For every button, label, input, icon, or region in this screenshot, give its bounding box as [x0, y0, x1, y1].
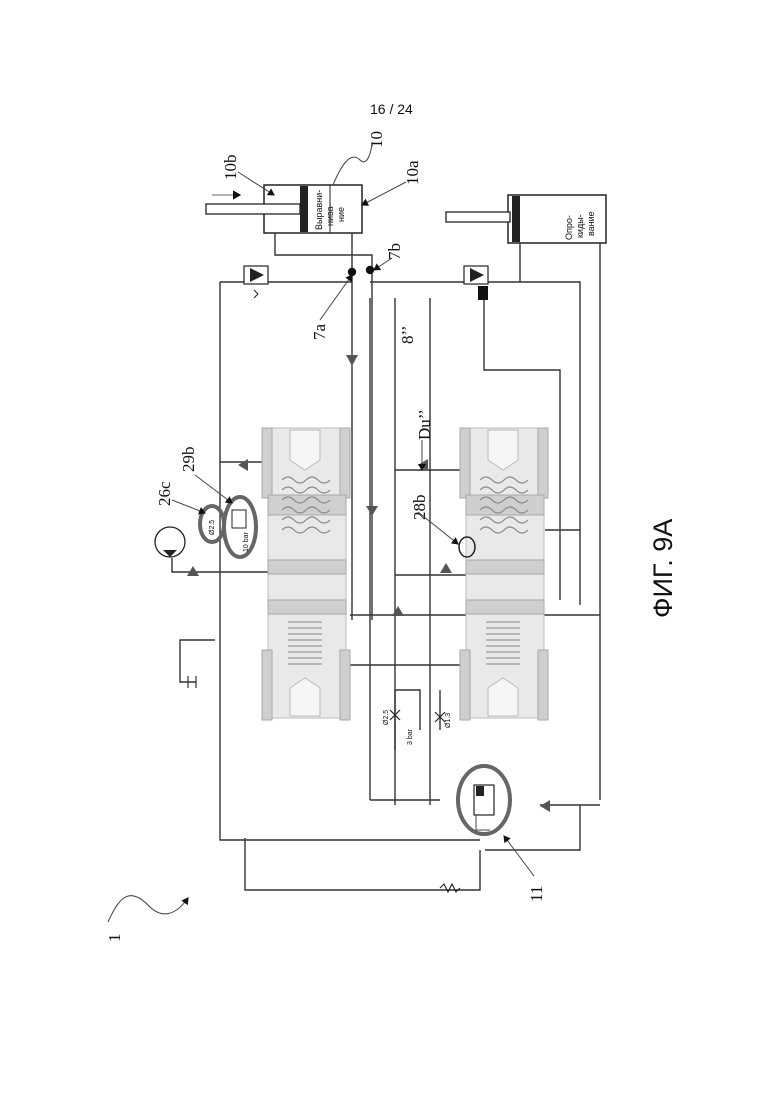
ref-label-10a: 10a [403, 160, 422, 185]
ref-label-du: Du’’ [415, 409, 434, 440]
svg-text:ние: ние [336, 207, 346, 222]
valve-11 [458, 766, 510, 834]
ref-label-10b: 10b [221, 155, 240, 181]
ref-label-1: 1 [105, 934, 124, 943]
svg-text:10 bar: 10 bar [243, 531, 250, 552]
ref-label-11: 11 [527, 886, 546, 902]
leveling-cylinder: Выравни- нива- ние [206, 185, 362, 233]
ref-label-8: 8’’ [398, 325, 417, 344]
svg-text:Ø2.5: Ø2.5 [209, 520, 216, 535]
svg-text:1: 1 [105, 934, 124, 943]
svg-text:вание: вание [586, 211, 596, 236]
figure-caption: ФИГ. 9А [648, 519, 678, 618]
ref-label-28b: 28b [410, 495, 429, 521]
pump-symbol [155, 527, 185, 557]
svg-text:Выравни-: Выравни- [314, 190, 324, 230]
spring-symbol [440, 884, 460, 892]
ref-label-10: 10 [367, 131, 386, 148]
junction-7a [348, 268, 356, 276]
check-valve-right [464, 266, 488, 300]
svg-text:Ø1.3: Ø1.3 [445, 713, 452, 728]
ref-label-26c: 26c [155, 481, 174, 506]
orifice-relief-group: Ø2.5 3 bar Ø1.3 [383, 690, 452, 750]
valve-spool-lower [460, 428, 548, 720]
page-number: 16 / 24 [370, 101, 413, 117]
svg-text:Опро-: Опро- [564, 215, 574, 240]
svg-text:3 bar: 3 bar [407, 728, 414, 745]
svg-text:Ø2.5: Ø2.5 [383, 710, 390, 725]
leader-1 [108, 896, 188, 922]
valve-spool-upper [262, 428, 350, 720]
check-valve-left [244, 266, 268, 298]
junction-7b [366, 266, 374, 274]
ref-label-29b: 29b [179, 447, 198, 473]
ref-label-7a: 7a [310, 324, 329, 341]
ref-label-7b: 7b [385, 243, 404, 260]
relief-valve-29b: 10 bar [224, 497, 256, 557]
svg-text:киды-: киды- [575, 214, 585, 238]
svg-text:нива-: нива- [325, 203, 335, 226]
tipping-cylinder: Опро- киды- вание [446, 195, 606, 243]
